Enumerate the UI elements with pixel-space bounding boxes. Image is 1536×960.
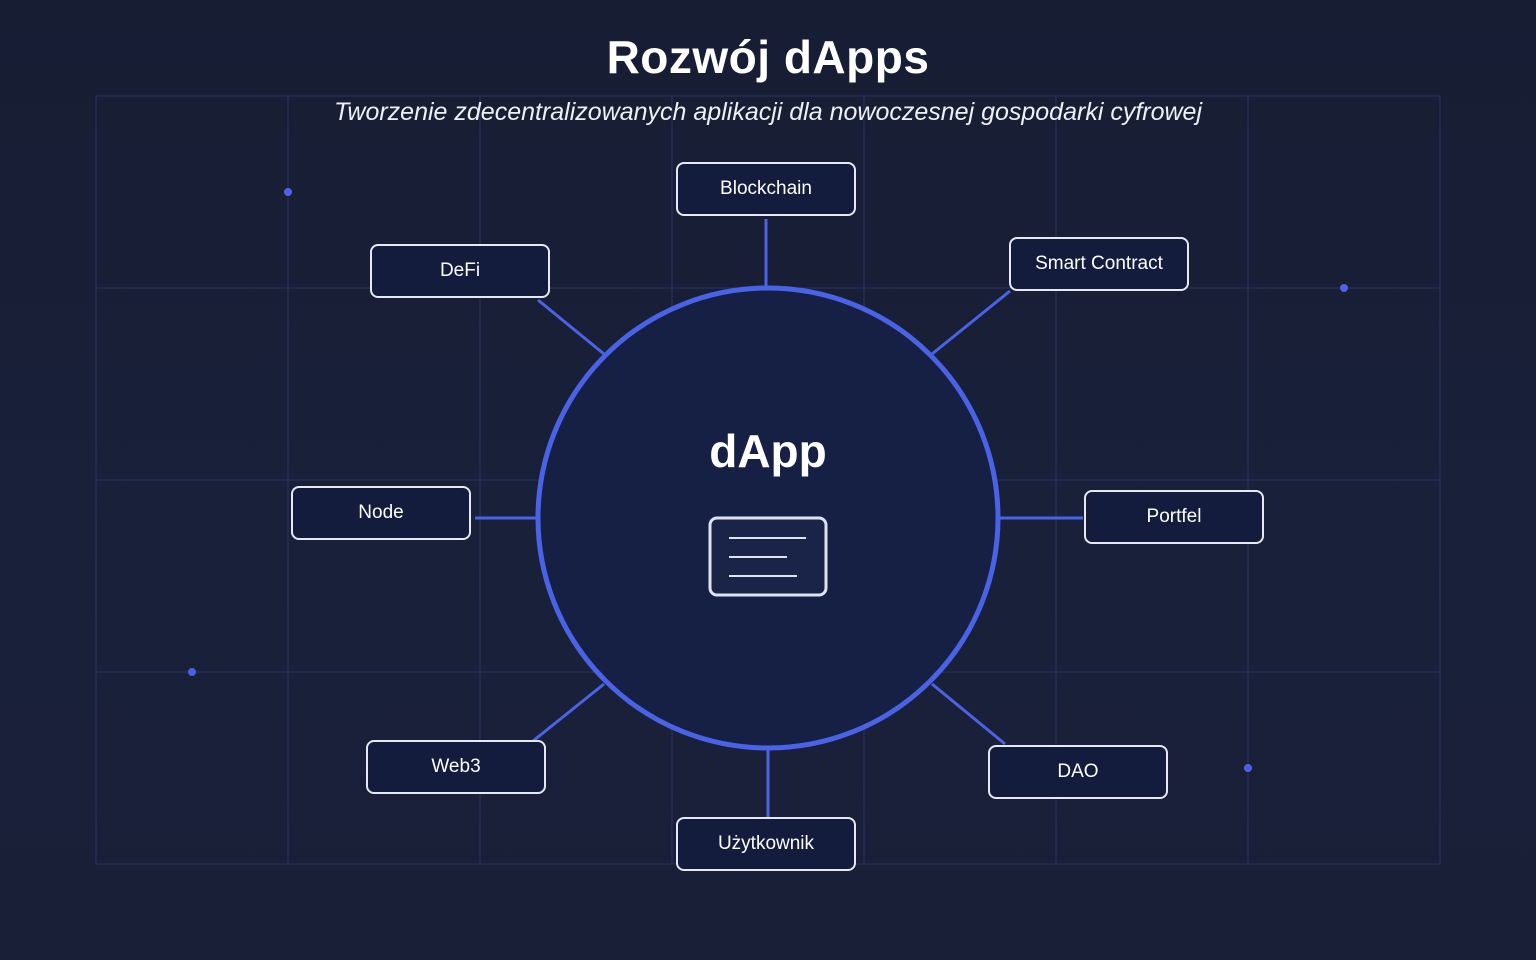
node-node: Node [291, 486, 471, 540]
connector-defi [537, 298, 605, 356]
node-label: DAO [1057, 761, 1099, 782]
document-window-icon [708, 516, 828, 597]
connector-smart-contract [931, 289, 1011, 356]
node-label: Użytkownik [717, 833, 815, 854]
node-label: Portfel [1146, 506, 1202, 527]
decorative-dot [1340, 284, 1348, 292]
diagram-title: Rozwój dApps [606, 31, 930, 83]
node-label: Web3 [431, 756, 481, 777]
diagram-subtitle: Tworzenie zdecentralizowanych aplikacji … [333, 98, 1203, 126]
decorative-dot [188, 668, 196, 676]
node-defi: DeFi [370, 244, 550, 298]
node-label: DeFi [439, 260, 481, 281]
decorative-dot [1244, 764, 1252, 772]
node-web3: Web3 [366, 740, 546, 794]
connector-dao [931, 682, 1006, 746]
node-dao: DAO [988, 745, 1168, 799]
node-portfel: Portfel [1084, 490, 1264, 544]
node-label: Blockchain [720, 178, 812, 199]
connector-web3 [532, 682, 605, 743]
connectors [475, 219, 1083, 817]
node-blockchain: Blockchain [676, 162, 856, 216]
center-label: dApp [709, 425, 827, 477]
decorative-dot [284, 188, 292, 196]
decorative-dots [188, 188, 1348, 772]
node-uzytkownik: Użytkownik [676, 817, 856, 871]
node-label: Smart Contract [1035, 253, 1163, 274]
node-smart-contract: Smart Contract [1009, 237, 1189, 291]
node-label: Node [358, 502, 404, 523]
